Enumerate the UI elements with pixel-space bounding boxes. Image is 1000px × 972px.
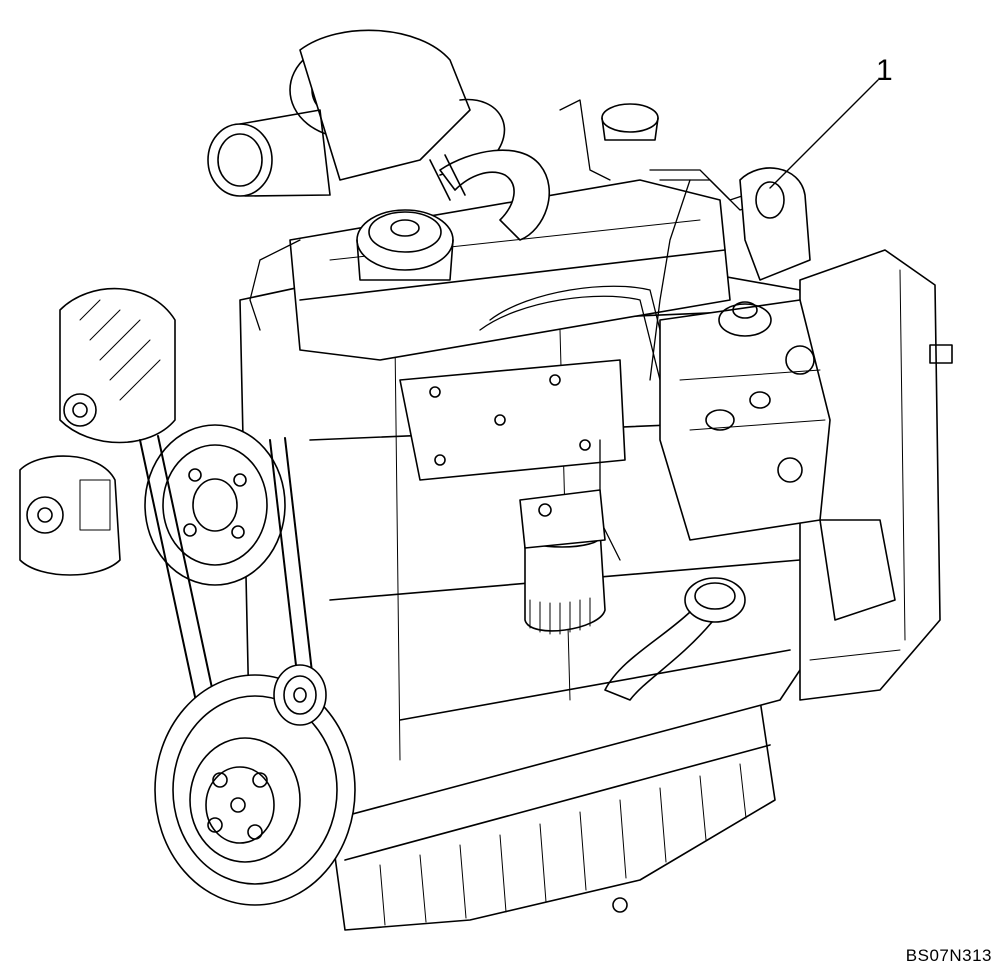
valve-cover bbox=[400, 360, 625, 480]
oil-filler-tube bbox=[605, 578, 745, 700]
intake-hose bbox=[430, 150, 549, 240]
figure-reference-code: BS07N313 bbox=[905, 946, 992, 965]
idler-pulley bbox=[274, 665, 326, 725]
belt-tensioner bbox=[20, 456, 120, 575]
alternator bbox=[60, 289, 175, 443]
water-pump-pulley bbox=[145, 425, 285, 585]
drive-belt bbox=[140, 436, 315, 720]
injection-pump bbox=[660, 300, 830, 540]
callout-leader-line bbox=[770, 80, 878, 188]
breather-cap bbox=[357, 210, 453, 280]
turbocharger bbox=[208, 30, 504, 196]
callout-number: 1 bbox=[876, 54, 893, 87]
crankshaft-pulley bbox=[155, 675, 355, 905]
lifting-bracket bbox=[740, 168, 810, 280]
flywheel-housing bbox=[800, 250, 952, 700]
fuel-filter bbox=[520, 490, 605, 634]
oil-filler-cap bbox=[602, 104, 658, 140]
